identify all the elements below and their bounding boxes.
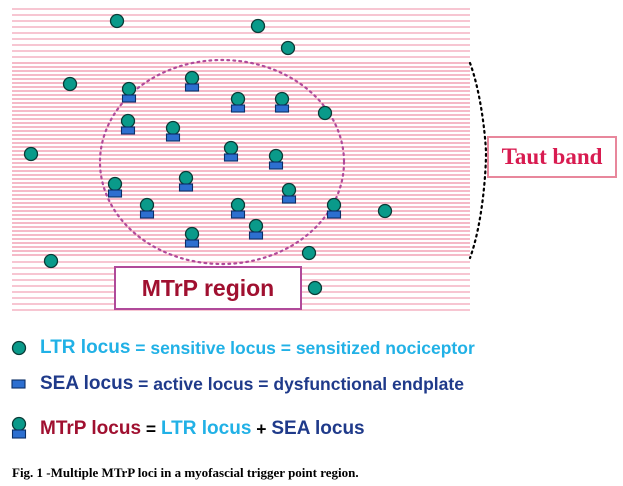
mtrp-locus-sea-icon <box>274 104 290 113</box>
mtrp-locus-ltr-icon <box>230 197 246 213</box>
ltr-locus-icon <box>62 76 78 92</box>
ltr-locus-icon <box>11 340 27 356</box>
mtrp-locus-sea-icon <box>165 133 181 142</box>
mtrp-region-label: MTrP region <box>114 266 302 310</box>
legend-ltr: LTR locus = sensitive locus = sensitized… <box>10 337 475 359</box>
ltr-locus-icon <box>280 40 296 56</box>
mtrp-locus-ltr-icon <box>281 182 297 198</box>
legend-mtrp-ltr: LTR locus <box>160 418 252 439</box>
mtrp-locus-sea-icon <box>184 239 200 248</box>
mtrp-locus-sea-icon <box>107 189 123 198</box>
ltr-locus-icon <box>250 18 266 34</box>
mtrp-locus-ltr-icon <box>107 176 123 192</box>
legend-mtrp-sea: SEA locus <box>271 418 365 439</box>
mtrp-locus-sea-icon <box>326 210 342 219</box>
background-stripes <box>12 8 470 58</box>
legend-ltr-eq1: = <box>130 337 151 358</box>
legend-sea-term: SEA locus <box>40 373 134 394</box>
mtrp-locus-sea-icon <box>178 183 194 192</box>
mtrp-locus-ltr-icon <box>178 170 194 186</box>
taut-band-bracket <box>468 61 488 260</box>
loci-layer <box>23 13 393 296</box>
taut-band-stripes <box>12 62 470 256</box>
legend-sea-eq2: = <box>253 373 274 394</box>
mtrp-locus-sea-icon <box>120 126 136 135</box>
mtrp-locus-ltr-icon <box>184 70 200 86</box>
mtrp-locus-sea-icon <box>268 161 284 170</box>
mtrp-locus-ltr-icon <box>230 91 246 107</box>
legend-ltr-end: sensitized nociceptor <box>295 337 475 358</box>
legend-mtrp: MTrP locus = LTR locus + SEA locus <box>10 416 365 442</box>
legend-sea-mid: active locus <box>153 373 254 394</box>
mtrp-locus-ltr-icon <box>223 140 239 156</box>
mtrp-locus-sea-icon <box>223 153 239 162</box>
mtrp-locus-sea-icon <box>139 210 155 219</box>
legend-mtrp-plus: + <box>251 418 272 439</box>
mtrp-locus-ltr-icon <box>121 81 137 97</box>
mtrp-locus-sea-icon <box>248 231 264 240</box>
legend-sea: SEA locus = active locus = dysfunctional… <box>10 373 464 395</box>
mtrp-locus-sea-icon <box>121 94 137 103</box>
mtrp-region-circle <box>98 58 346 266</box>
mtrp-locus-sea-icon <box>230 104 246 113</box>
mtrp-locus-icon <box>11 416 27 439</box>
mtrp-region-text: MTrP region <box>141 274 275 301</box>
ltr-locus-icon <box>301 245 317 261</box>
legend-ltr-term: LTR locus <box>40 337 131 358</box>
mtrp-locus-sea-icon <box>281 195 297 204</box>
legend-ltr-eq2: = <box>275 337 296 358</box>
mtrp-locus-ltr-icon <box>248 218 264 234</box>
sea-locus-icon <box>11 379 26 389</box>
legend-mtrp-term: MTrP locus <box>40 418 142 439</box>
ltr-locus-icon <box>23 146 39 162</box>
mtrp-locus-sea-icon <box>184 83 200 92</box>
ltr-locus-icon <box>109 13 125 29</box>
ltr-locus-icon <box>43 253 59 269</box>
mtrp-locus-ltr-icon <box>120 113 136 129</box>
legend-sea-eq1: = <box>133 373 154 394</box>
ltr-locus-icon <box>377 203 393 219</box>
ltr-locus-icon <box>317 105 333 121</box>
mtrp-locus-ltr-icon <box>274 91 290 107</box>
mtrp-locus-sea-icon <box>230 210 246 219</box>
ltr-locus-icon <box>307 280 323 296</box>
figure-caption: Fig. 1 -Multiple MTrP loci in a myofasci… <box>12 465 359 480</box>
taut-band-label: Taut band <box>487 136 617 178</box>
legend-ltr-mid: sensitive locus <box>150 337 276 358</box>
mtrp-locus-ltr-icon <box>184 226 200 242</box>
mtrp-locus-ltr-icon <box>165 120 181 136</box>
taut-band-text: Taut band <box>501 144 603 169</box>
mtrp-locus-ltr-icon <box>268 148 284 164</box>
mtrp-locus-ltr-icon <box>326 197 342 213</box>
mtrp-locus-ltr-icon <box>139 197 155 213</box>
legend-sea-end: dysfunctional endplate <box>273 373 464 394</box>
legend-mtrp-eq: = <box>141 418 161 439</box>
